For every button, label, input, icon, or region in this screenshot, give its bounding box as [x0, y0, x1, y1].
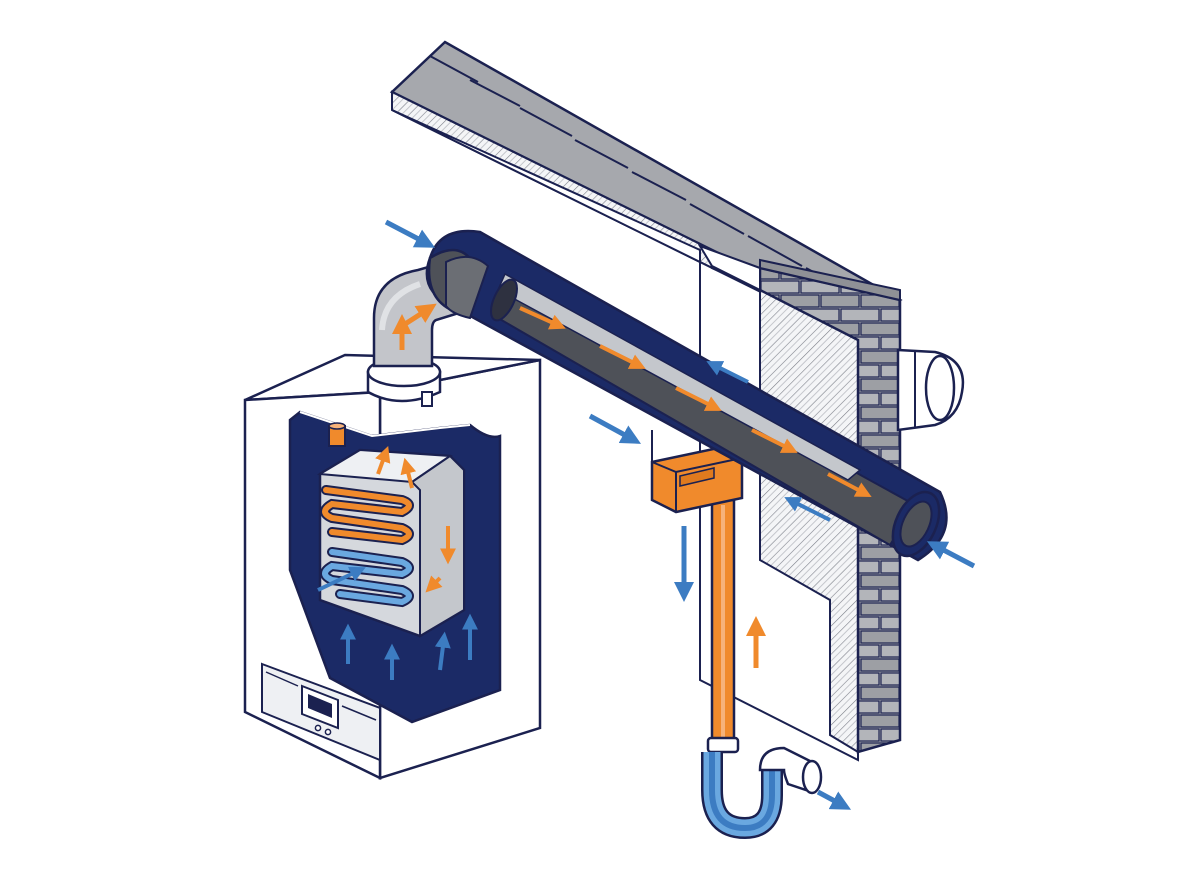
flue-gas-arrow — [425, 575, 443, 593]
fresh-air-arrow — [784, 497, 831, 522]
control-panel — [261, 662, 381, 762]
fresh-air-arrow — [926, 541, 976, 569]
fresh-air-arrow — [434, 631, 451, 671]
flue-gas-arrow — [827, 472, 872, 497]
drain-flow-arrow — [816, 789, 852, 810]
fresh-air-arrow — [588, 413, 642, 444]
flue-terminal — [896, 348, 965, 432]
flow-arrows — [317, 219, 976, 810]
fresh-air-arrow — [706, 361, 749, 384]
flue-gas-arrow — [400, 303, 437, 329]
flue-gas-arrow — [519, 306, 566, 330]
fresh-air-arrow — [317, 566, 366, 592]
fresh-air-arrow — [384, 219, 436, 248]
flue-gas-arrow — [675, 386, 722, 411]
flue-gas-arrow — [400, 457, 417, 489]
flue-gas-arrow — [375, 445, 391, 475]
condensate-drain-pipe — [710, 498, 736, 747]
flue-gas-arrow — [599, 344, 646, 369]
external-wall — [389, 40, 903, 762]
flue-gas-arrow — [751, 428, 798, 453]
waste-trap — [701, 736, 823, 840]
